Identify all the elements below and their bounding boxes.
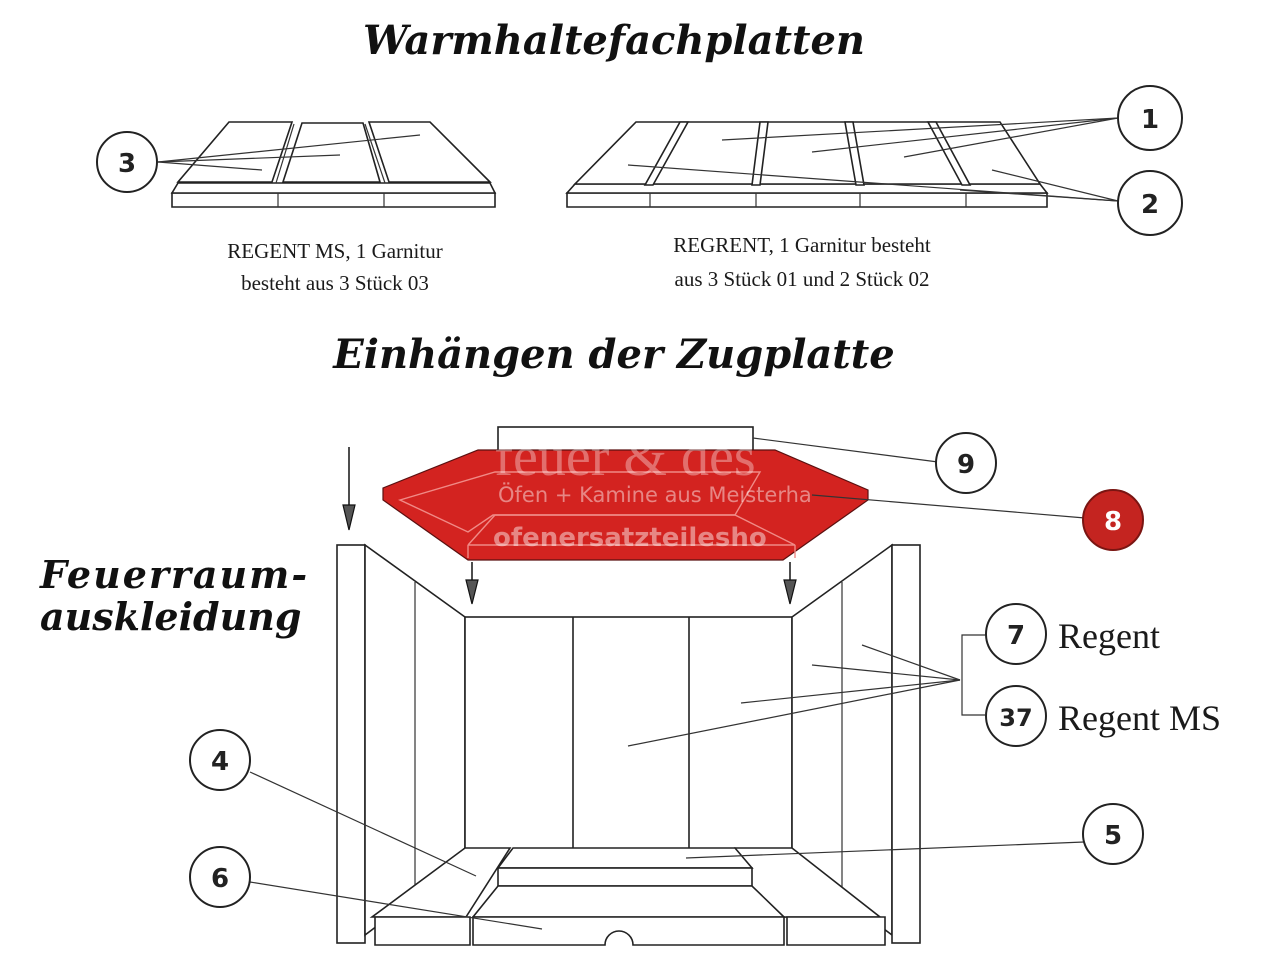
arrow-down-left <box>342 447 356 531</box>
caption-regent-ms-line2: besteht aus 3 Stück 03 <box>241 271 429 295</box>
zugplatte-part-8: feuer & des Öfen + Kamine aus Meisterha … <box>382 426 869 561</box>
plate-set-lip <box>170 182 497 194</box>
plate-03-left <box>176 121 294 183</box>
svg-text:37: 37 <box>999 704 1032 732</box>
title-feuerraum-line1: Feuerraum- <box>39 552 309 597</box>
callout-8-highlighted[interactable]: 8 <box>1082 489 1144 551</box>
svg-text:7: 7 <box>1007 621 1025 651</box>
floor-front-plate <box>472 916 785 946</box>
watermark-brand: feuer & des <box>494 426 755 488</box>
leader-lines-top <box>157 117 1119 202</box>
callout-7-label: Regent <box>1058 616 1160 656</box>
callout-3[interactable]: 3 <box>96 131 158 193</box>
callout-7[interactable]: 7 <box>985 603 1047 665</box>
groove-1 <box>643 121 690 186</box>
callout-2[interactable]: 2 <box>1117 170 1183 236</box>
svg-text:8: 8 <box>1104 507 1122 537</box>
caption-regent-ms-line1: REGENT MS, 1 Garnitur <box>227 239 442 263</box>
svg-text:4: 4 <box>211 747 229 777</box>
floor-plate-6 <box>471 885 786 918</box>
title-feuerraum-line2: auskleidung <box>40 594 301 639</box>
callout-5[interactable]: 5 <box>1082 803 1144 865</box>
callout-9[interactable]: 9 <box>935 432 997 494</box>
svg-text:2: 2 <box>1141 190 1159 220</box>
leader-lines-bottom <box>249 634 1085 930</box>
plate-set-base-right <box>566 192 1048 208</box>
callout-4[interactable]: 4 <box>189 729 251 791</box>
callout-6[interactable]: 6 <box>189 846 251 908</box>
callout-37[interactable]: 37 <box>985 685 1047 747</box>
svg-text:3: 3 <box>118 149 136 179</box>
title-warmhaltefachplatten: Warmhaltefachplatten <box>363 17 865 64</box>
caption-regent-line2: aus 3 Stück 01 und 2 Stück 02 <box>675 267 930 291</box>
svg-text:5: 5 <box>1104 821 1122 851</box>
arrow-down-center-right <box>783 562 797 605</box>
plate-set-regent <box>565 121 1049 208</box>
firebox-lining <box>336 543 921 946</box>
zugplatte-part-9 <box>497 426 754 454</box>
plate-set-lip-right <box>565 183 1049 194</box>
arrow-down-center-left <box>465 562 479 605</box>
svg-text:6: 6 <box>211 864 229 894</box>
svg-text:9: 9 <box>957 450 975 480</box>
plate-top-right <box>573 121 1042 185</box>
red-plate-outline <box>382 449 869 561</box>
watermark-shop: ofenersatzteilesho <box>493 523 767 553</box>
plate-set-regent-ms <box>170 121 497 208</box>
callout-1[interactable]: 1 <box>1117 85 1183 151</box>
caption-regent-line1: REGRENT, 1 Garnitur besteht <box>673 233 931 257</box>
groove-3 <box>844 121 865 186</box>
title-einhaengen-zugplatte: Einhängen der Zugplatte <box>332 331 894 378</box>
plate-03-right <box>367 121 492 183</box>
plate-set-base <box>171 192 496 208</box>
callout-37-label: Regent MS <box>1058 698 1221 738</box>
svg-text:1: 1 <box>1141 105 1159 135</box>
watermark-tagline: Öfen + Kamine aus Meisterha <box>498 482 812 507</box>
plate-03-middle <box>281 122 382 183</box>
